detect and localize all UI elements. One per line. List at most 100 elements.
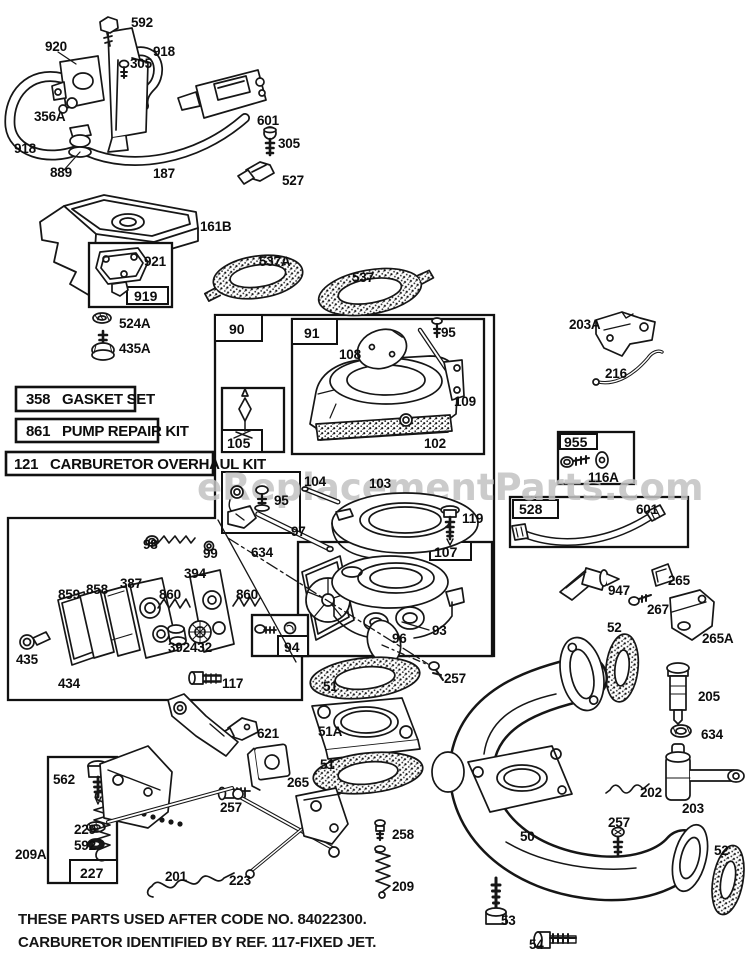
diaphragm-858 <box>103 585 141 657</box>
part-label-95: 95 <box>441 325 456 340</box>
carb-lower-body-107 <box>301 555 465 641</box>
part-label-51: 51 <box>320 757 335 772</box>
screw-305-top <box>118 59 130 79</box>
screw-267 <box>628 594 652 606</box>
fuel-tank-top-161b <box>39 194 199 298</box>
part-label-537: 537 <box>352 270 374 285</box>
diaphragm-stack <box>19 569 297 685</box>
bolt-592-top <box>99 16 119 47</box>
part-label-223: 223 <box>229 873 252 888</box>
hinge-bracket-634 <box>227 505 257 529</box>
label-box-919 <box>126 286 169 305</box>
carb-upper-body-102 <box>309 355 459 441</box>
part-label-95: 95 <box>274 493 289 508</box>
part-label-205: 205 <box>698 689 721 704</box>
spring-860-right <box>232 596 261 607</box>
part-label-216: 216 <box>605 366 628 381</box>
part-label-305: 305 <box>278 136 301 151</box>
nut-99 <box>203 540 215 552</box>
screw-257-under-107 <box>428 661 444 681</box>
footer-line-2: CARBURETOR IDENTIFIED BY REF. 117-FIXED … <box>18 934 376 951</box>
part-label-265a: 265A <box>702 631 734 646</box>
alignment-lines <box>217 519 430 665</box>
part-label-860: 860 <box>236 587 258 602</box>
pump-bracket <box>107 27 149 139</box>
part-label-257: 257 <box>608 815 630 830</box>
part-label-392: 392 <box>168 640 190 655</box>
box-label-107: 107 <box>434 544 458 560</box>
float-pin-104 <box>301 486 341 505</box>
part-label-108: 108 <box>339 347 362 362</box>
part-label-889: 889 <box>50 165 72 180</box>
part-label-621: 621 <box>257 726 280 741</box>
part-label-229: 229 <box>74 822 96 837</box>
footer-line-1: THESE PARTS USED AFTER CODE NO. 84022300… <box>18 911 367 928</box>
kit-name-121: CARBURETOR OVERHAUL KIT <box>50 456 266 473</box>
part-label-537a: 537A <box>259 254 291 269</box>
gasket-52-lower <box>711 844 745 916</box>
part-label-601: 601 <box>257 113 280 128</box>
fitting-356a <box>58 97 78 114</box>
bracket-203a <box>595 311 656 357</box>
part-label-435: 435 <box>16 652 39 667</box>
box-label-105: 105 <box>227 435 251 451</box>
part-label-103: 103 <box>369 476 392 491</box>
kit-name-358: GASKET SET <box>62 391 155 408</box>
part-label-98: 98 <box>143 537 158 552</box>
spring-209 <box>374 845 391 899</box>
part-label-601: 601 <box>636 502 659 517</box>
part-label-202: 202 <box>640 785 662 800</box>
inlet-seat-group <box>227 485 270 529</box>
pump-spring-98 <box>145 535 196 547</box>
part-label-53: 53 <box>501 913 516 928</box>
part-label-51a: 51A <box>318 724 343 739</box>
part-label-51: 51 <box>323 679 338 694</box>
box-label-91: 91 <box>304 325 320 341</box>
elbow-fitting-435 <box>19 631 51 650</box>
spring-201 <box>146 872 235 898</box>
part-label-592: 592 <box>74 838 96 853</box>
part-label-524a: 524A <box>119 316 151 331</box>
label-box-90 <box>214 314 263 342</box>
part-label-104: 104 <box>304 474 327 489</box>
gasket-537a <box>203 254 304 302</box>
box-label-528: 528 <box>519 501 543 517</box>
part-label-860: 860 <box>159 587 181 602</box>
part-label-102: 102 <box>424 436 446 451</box>
part-label-387: 387 <box>120 576 142 591</box>
part-label-201: 201 <box>165 869 188 884</box>
box-label-227: 227 <box>80 865 104 881</box>
control-bracket-223 <box>99 693 349 879</box>
box-label-94: 94 <box>284 639 300 655</box>
part-label-52: 52 <box>714 843 729 858</box>
part-label-97: 97 <box>291 524 306 539</box>
cable-assembly-601 <box>177 69 267 119</box>
part-label-562: 562 <box>53 772 75 787</box>
box-label-919: 919 <box>134 288 158 304</box>
screw-119 <box>440 505 460 546</box>
part-label-265: 265 <box>287 775 310 790</box>
gasket-51-upper <box>309 656 421 700</box>
part-label-432: 432 <box>190 640 212 655</box>
seat-screw-95 <box>255 485 269 495</box>
bolt-435a <box>91 329 115 361</box>
washer-634-right <box>670 724 692 738</box>
part-label-257: 257 <box>220 800 242 815</box>
part-label-435a: 435A <box>119 341 151 356</box>
part-label-116a: 116A <box>588 470 619 485</box>
part-label-634: 634 <box>251 545 274 560</box>
part-label-947: 947 <box>608 583 630 598</box>
needle-valve-105 <box>233 388 253 439</box>
part-label-265: 265 <box>668 573 691 588</box>
screw-305-right <box>263 126 277 157</box>
box-label-90: 90 <box>229 321 245 337</box>
gasket-537 <box>317 267 435 317</box>
part-label-859: 859 <box>58 587 80 602</box>
part-label-93: 93 <box>432 623 447 638</box>
pump-body-387 <box>129 577 179 659</box>
part-label-203: 203 <box>682 801 705 816</box>
bolt-53 <box>485 876 507 925</box>
part-label-99: 99 <box>203 546 218 561</box>
part-label-356a: 356A <box>34 109 66 124</box>
spring-209a <box>93 789 111 862</box>
